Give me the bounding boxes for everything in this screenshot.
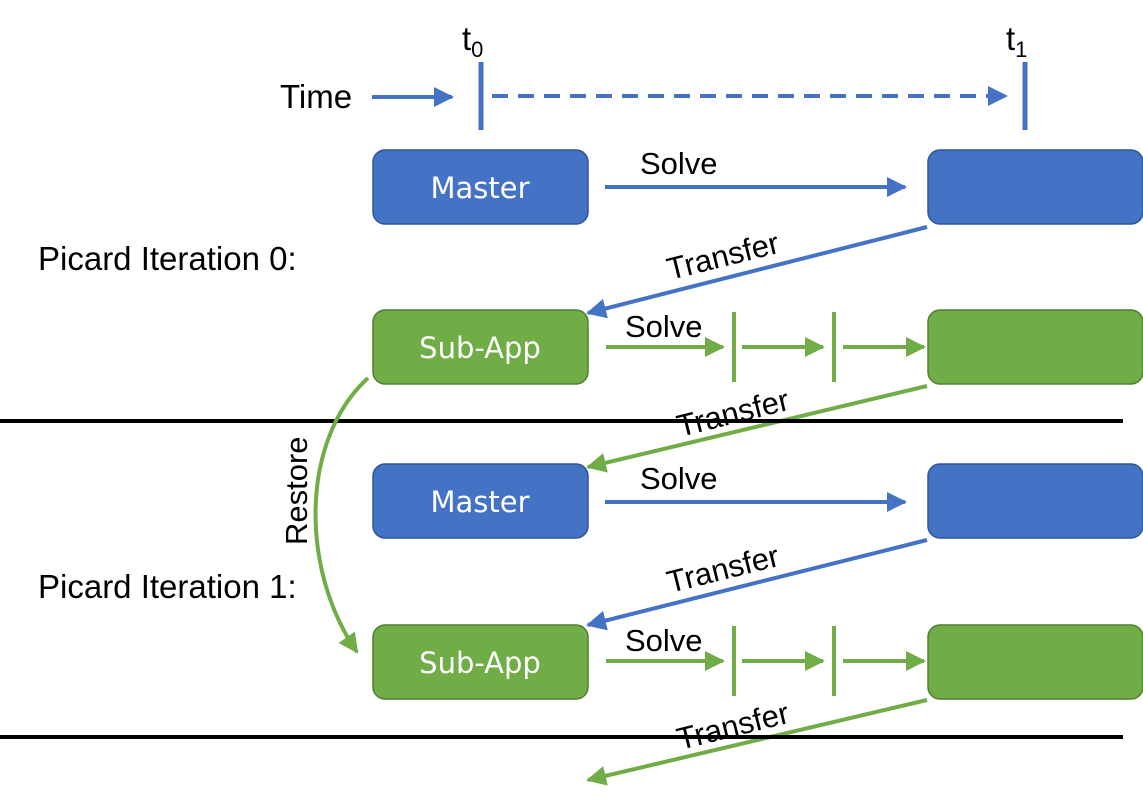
master-box-iter0[interactable] bbox=[372, 149, 589, 225]
transfer-down-arrow-iter1 bbox=[586, 538, 928, 631]
subapp-solve-label-iter0: Solve bbox=[625, 309, 703, 344]
master-label-iter1: Master bbox=[430, 485, 529, 519]
subapp-end-box-iter0[interactable] bbox=[927, 309, 1143, 385]
master-solve-label-iter1: Solve bbox=[640, 461, 718, 496]
restore-label: Restore bbox=[279, 436, 314, 545]
iteration-1-label: Picard Iteration 1: bbox=[38, 568, 297, 605]
time-label: Time bbox=[280, 78, 352, 115]
subapp-label-iter1: Sub-App bbox=[419, 646, 541, 680]
subapp-end-box-iter1[interactable] bbox=[927, 624, 1143, 700]
master-end-box-iter0[interactable] bbox=[927, 149, 1143, 225]
master-solve-label-iter0: Solve bbox=[640, 146, 718, 181]
t1-label: t1 bbox=[1006, 20, 1027, 62]
transfer-back-arrow-iter0 bbox=[586, 384, 928, 473]
subapp-box-iter1[interactable] bbox=[372, 624, 589, 700]
transfer-back-arrow-iter1 bbox=[586, 698, 928, 786]
t0-label: t0 bbox=[462, 20, 483, 62]
master-end-box-iter1[interactable] bbox=[927, 463, 1143, 539]
master-label-iter0: Master bbox=[430, 171, 529, 205]
iteration-0-label: Picard Iteration 0: bbox=[38, 240, 297, 277]
transfer-down-arrow-iter0 bbox=[586, 225, 928, 319]
restore-arrow bbox=[313, 376, 370, 654]
subapp-solve-label-iter1: Solve bbox=[625, 623, 703, 658]
subapp-label-iter0: Sub-App bbox=[419, 331, 541, 365]
master-box-iter1[interactable] bbox=[372, 463, 589, 539]
subapp-box-iter0[interactable] bbox=[372, 309, 589, 385]
transfer-back-label-iter0: Transfer bbox=[673, 382, 792, 444]
